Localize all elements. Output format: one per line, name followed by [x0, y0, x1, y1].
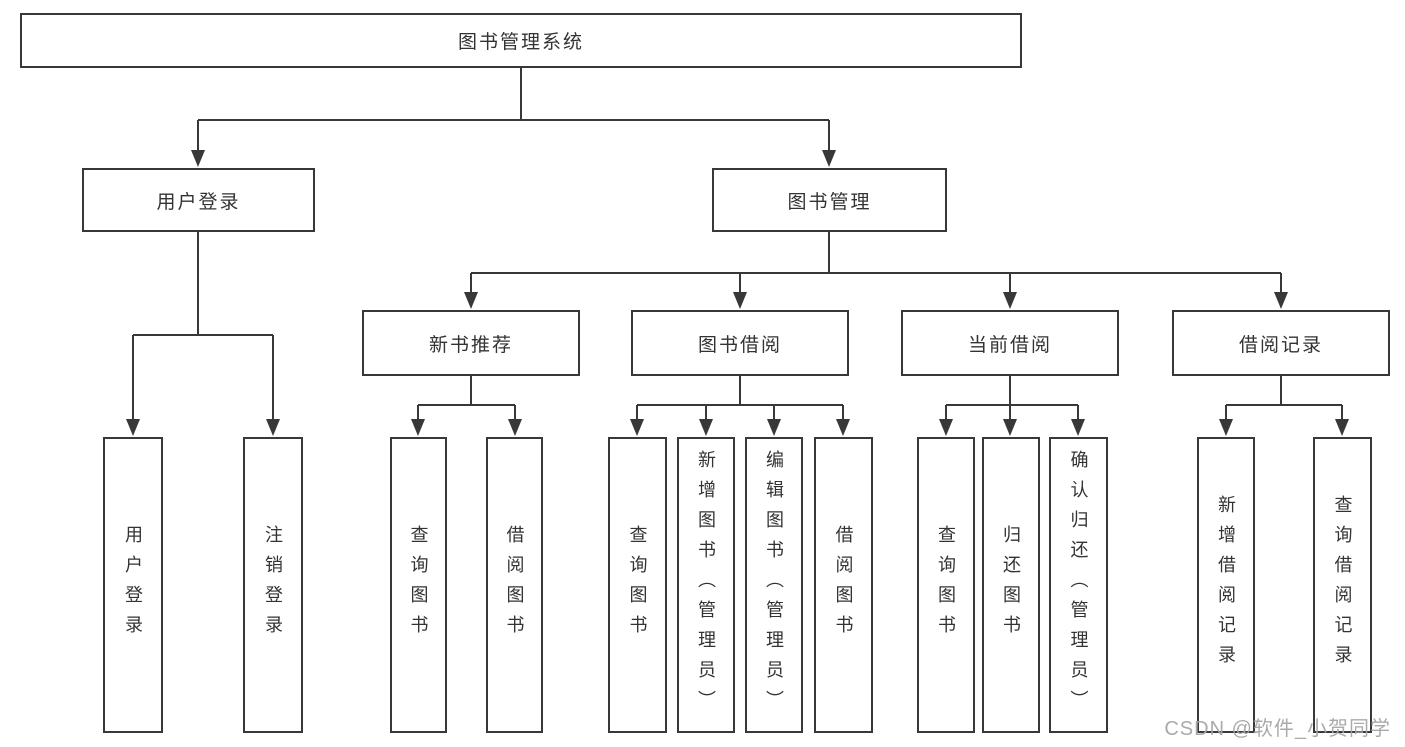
- node-label: 新增图书（管理员）: [696, 450, 716, 720]
- node-label: 查询图书: [408, 525, 429, 645]
- leaf-cb-query-books: 查询图书: [917, 437, 975, 733]
- leaf-bb-add-books-admin: 新增图书（管理员）: [677, 437, 735, 733]
- leaf-cb-confirm-return-admin: 确认归还（管理员）: [1049, 437, 1108, 733]
- node-label: 编辑图书（管理员）: [764, 450, 784, 720]
- node-label: 借阅图书: [833, 525, 854, 645]
- leaf-br-add-record: 新增借阅记录: [1197, 437, 1255, 733]
- leaf-bb-edit-books-admin: 编辑图书（管理员）: [745, 437, 803, 733]
- node-label: 查询图书: [936, 525, 956, 645]
- leaf-nbr-query-books: 查询图书: [390, 437, 447, 733]
- node-label: 确认归还（管理员）: [1068, 450, 1089, 720]
- node-label: 注销登录: [263, 525, 283, 645]
- node-library-system: 图书管理系统: [20, 13, 1022, 68]
- node-label: 借阅图书: [504, 525, 525, 645]
- node-book-management: 图书管理: [712, 168, 947, 232]
- node-borrow-records: 借阅记录: [1172, 310, 1390, 376]
- csdn-watermark: CSDN @软件_小贺同学: [1164, 718, 1391, 740]
- node-book-borrow: 图书借阅: [631, 310, 849, 376]
- node-label: 用户登录: [123, 525, 143, 645]
- leaf-bb-query-books: 查询图书: [608, 437, 667, 733]
- leaf-nbr-borrow-books: 借阅图书: [486, 437, 543, 733]
- leaf-logout: 注销登录: [243, 437, 303, 733]
- node-label: 归还图书: [1001, 525, 1021, 645]
- leaf-br-query-record: 查询借阅记录: [1313, 437, 1372, 733]
- leaf-cb-return-books: 归还图书: [982, 437, 1040, 733]
- leaf-bb-borrow-books: 借阅图书: [814, 437, 873, 733]
- node-label: 查询借阅记录: [1332, 495, 1353, 675]
- node-user-login: 用户登录: [82, 168, 315, 232]
- node-new-book-recommend: 新书推荐: [362, 310, 580, 376]
- node-label: 新增借阅记录: [1216, 495, 1236, 675]
- arrowheads: [126, 150, 1349, 436]
- node-label: 查询图书: [627, 525, 648, 645]
- leaf-user-login: 用户登录: [103, 437, 163, 733]
- node-current-borrow: 当前借阅: [901, 310, 1119, 376]
